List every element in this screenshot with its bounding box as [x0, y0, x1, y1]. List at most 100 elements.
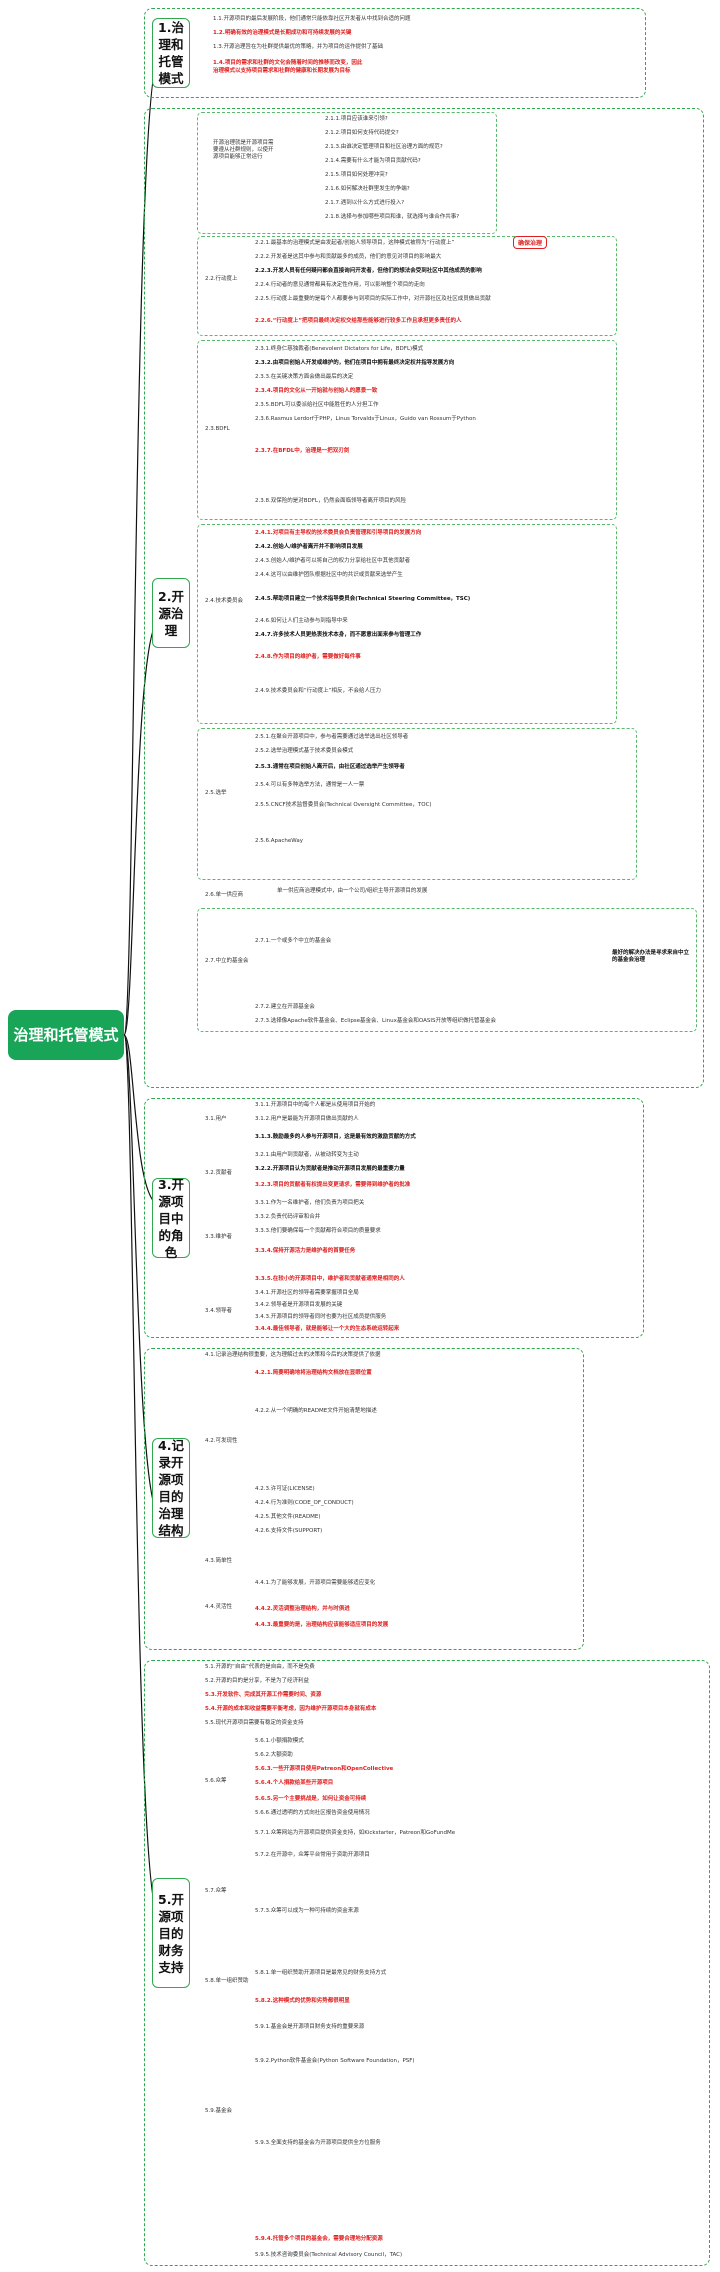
s25-item: 2.5.3.通常在项目创始人离开后，由社区通过选举产生领导者 [255, 764, 405, 770]
s27-item: 2.7.3.选择像Apache软件基金会、Eclipse基金会、Linux基金会… [255, 1018, 496, 1024]
root-node[interactable]: 治理和托管模式 [8, 1010, 124, 1060]
role-item: 3.1.1.开源项目中的每个人都是从使用项目开始的 [255, 1102, 376, 1108]
q-item: 2.1.7.遇到以什么方式进行投入? [325, 200, 405, 206]
s24-item: 2.4.1.对项目有主导权的技术委员会负责管理和引导项目的发展方向 [255, 530, 422, 536]
s27-item: 2.7.1.一个或多个中立的基金会 [255, 938, 332, 944]
sec1-line: 1.1.开源项目的最后发展阶段，他们通常只能依靠社区开发者从中找到合适的问题 [213, 16, 411, 22]
q-item: 2.1.6.如何解决社群里发生的争端? [325, 186, 410, 192]
sec5-intro: 5.5.现代开源项目需要有稳定的资金支持 [205, 1720, 304, 1726]
s23-item: 2.3.4.项目的文化从一开始就与创始人的愿景一致 [255, 388, 378, 394]
group-2-7 [197, 908, 697, 1032]
role-item: 3.3.4.保持开源活力是维护者的首要任务 [255, 1248, 356, 1254]
s23-item: 2.3.7.在BFDL中，治理是一把双刃剑 [255, 448, 350, 454]
g-item: 4.2.4.行为准则(CODE_OF_CONDUCT) [255, 1500, 354, 1506]
g-item: 4.4.2.灵活调整治理结构，并与时俱进 [255, 1606, 350, 1612]
g-item: 5.7.3.众筹可以成为一种可持续的资金来源 [255, 1908, 359, 1914]
section-2-title[interactable]: 2.开源治理 [152, 578, 190, 648]
section-1-title[interactable]: 1.治理和托管模式 [152, 18, 190, 88]
role-label: 3.1.用户 [205, 1116, 227, 1122]
sec5-intro: 5.3.开发软件、完成其开源工作需要时间、资源 [205, 1692, 322, 1698]
g-item: 5.9.3.全面支持的基金会为开源项目提供全方位服务 [255, 2140, 381, 2146]
g-label: 5.7.众筹 [205, 1888, 227, 1894]
sec-label: 2.2.行动度上 [205, 276, 238, 282]
section-4-frame [144, 1348, 584, 1650]
s23-item: 2.3.5.BDFL可以委派给社区中能胜任的人分担工作 [255, 402, 379, 408]
sec1-line: 1.4.项目的需求和社群的文化会随着时间的推移而改变，因此 [213, 60, 363, 66]
s23-item: 2.3.2.由项目创始人开发或维护的，他们在项目中拥有最终决定权并指导发展方向 [255, 360, 455, 366]
s24-item: 2.4.7.许多技术人员更热衷技术本身，而不愿意出面来参与管理工作 [255, 632, 422, 638]
sec-label: 2.5.选举 [205, 790, 227, 796]
sec2-intro: 开源治理就是开源项目需要遵从社群规则，以使开源项目能够正常运行 [213, 140, 274, 160]
s25-item: 2.5.6.ApacheWay [255, 838, 303, 844]
s22-item: 2.2.3.开发人员有任何疑问都会直接询问开发者，但他们的想法会受到社区中其他成… [255, 268, 482, 274]
s22-item: 2.2.2.开发者是这其中参与和贡献最多的成员，他们的意见对项目的影响最大 [255, 254, 442, 260]
s22-item: 2.2.1.最基本的治理模式是由发起者/创始人领导项目，这种模式被称为“行动度上… [255, 240, 455, 246]
sec1-line: 1.2.明确有效的治理模式是长期成功和可持续发展的关键 [213, 30, 352, 36]
s26-item: 单一供应商治理模式中，由一个公司/组织主导开源项目的发展 [277, 888, 428, 894]
sec5-intro: 5.1.开源的“自由”代表的是自由，而不是免费 [205, 1664, 315, 1670]
g-item: 5.6.2.大额资助 [255, 1752, 293, 1758]
group-2-4 [197, 524, 617, 724]
role-item: 3.3.5.在较小的开源项目中，维护者和贡献者通常是相同的人 [255, 1276, 405, 1282]
g-label: 5.8.单一组织赞助 [205, 1978, 249, 1984]
g-item: 4.2.3.许可证(LICENSE) [255, 1486, 315, 1492]
g-item: 4.4.1.为了能够发展，开源项目需要能够适应变化 [255, 1580, 376, 1586]
role-item: 3.3.3.他们要确保每一个贡献都符合项目的质量要求 [255, 1228, 381, 1234]
s24-item: 2.4.3.创始人/维护者可以将自己的权力分享给社区中其他贡献者 [255, 558, 411, 564]
s27-item: 2.7.2.建立在开源基金会 [255, 1004, 315, 1010]
g-item: 5.6.3.一些开源项目使用Patreon和OpenCollective [255, 1766, 394, 1772]
s22-item: 2.2.5.行动度上最重要的是每个人都要参与到项目的实际工作中，对开源社区及社区… [255, 296, 491, 302]
section-3-frame [144, 1098, 644, 1338]
tag-badge: 确保治理 [513, 236, 548, 249]
role-item: 3.3.1.作为一名维护者，他们负责为项目把关 [255, 1200, 365, 1206]
s23-item: 2.3.3.在关键决策方面会做出最后的决定 [255, 374, 354, 380]
q-item: 2.1.4.需要有什么才能为项目贡献代码? [325, 158, 421, 164]
role-item: 3.4.2.领导者是开源项目发展的关键 [255, 1302, 343, 1308]
g-item: 5.8.1.单一组织赞助开源项目是最常见的财务支持方式 [255, 1970, 387, 1976]
role-label: 3.2.贡献者 [205, 1170, 232, 1176]
g-label: 4.2.可发现性 [205, 1438, 238, 1444]
group-2-3 [197, 340, 617, 520]
section-1-frame [144, 8, 646, 98]
sec5-intro: 5.2.开源的目的是分享，不是为了经济利益 [205, 1678, 309, 1684]
root-label: 治理和托管模式 [13, 1026, 119, 1044]
s24-item: 2.4.8.作为项目的维护者，需要做好每件事 [255, 654, 361, 660]
role-item: 3.3.2.负责代码评审和合并 [255, 1214, 321, 1220]
g-item: 5.8.2.这种模式的优势和劣势都很明显 [255, 1998, 350, 2004]
sec-label: 2.6.单一供应商 [205, 892, 243, 898]
group-2-2 [197, 236, 617, 336]
g-item: 5.9.1.基金会是开源项目财务支持的重要来源 [255, 2024, 365, 2030]
q-item: 2.1.1.项目应该谁来引领? [325, 116, 388, 122]
g-item: 5.9.5.技术咨询委员会(Technical Advisory Council… [255, 2252, 403, 2258]
s22-item: 2.2.4.行动者的意见通常都具有决定性作用，可以影响整个项目的走向 [255, 282, 425, 288]
s24-item: 2.4.5.帮助项目建立一个技术指导委员会(Technical Steering… [255, 596, 471, 602]
s25-item: 2.5.4.可以有多种选举方法，通常是一人一票 [255, 782, 365, 788]
s23-item: 2.3.8.双保险的是对BDFL，仍然会面临领导者离开项目的风险 [255, 498, 406, 504]
s27-note: 最好的解决办法是寻求来自中立的基金会治理 [612, 950, 690, 963]
q-item: 2.1.5.项目如何处理冲突? [325, 172, 388, 178]
g-item: 5.9.2.Python软件基金会(Python Software Founda… [255, 2058, 415, 2064]
sec4-intro: 4.1.记录治理结构很重要，这为理解过去的决策和今后的决策提供了依据 [205, 1352, 381, 1358]
s24-item: 2.4.9.技术委员会和“行动度上”相反，不会给人压力 [255, 688, 381, 694]
sec-label: 2.7.中立的基金会 [205, 958, 249, 964]
g-item: 4.2.6.支持文件(SUPPORT) [255, 1528, 323, 1534]
role-label: 3.3.维护者 [205, 1234, 232, 1240]
g-item: 5.9.4.托管多个项目的基金会，需要合理地分配资源 [255, 2236, 383, 2242]
section-3-title[interactable]: 3.开源项目中的角色 [152, 1177, 190, 1260]
s23-item: 2.3.6.Rasmus Lerdorf于PHP，Linus Torvalds于… [255, 416, 476, 422]
section-4-title[interactable]: 4.记录开源项目的治理结构 [152, 1438, 190, 1538]
group-2-1 [197, 112, 497, 234]
g-item: 5.6.1.小额捐款模式 [255, 1738, 304, 1744]
role-item: 3.2.1.由用户到贡献者，从被动转变为主动 [255, 1152, 359, 1158]
section-5-frame [144, 1660, 710, 2266]
s25-item: 2.5.2.选举治理模式基于技术委员会模式 [255, 748, 354, 754]
role-item: 3.4.3.开源项目的领导者同时也要为社区成员提供服务 [255, 1314, 387, 1320]
sec-label: 2.4.技术委员会 [205, 598, 243, 604]
g-item: 5.7.2.在开源中，众筹平台常用于资助开源项目 [255, 1852, 370, 1858]
g-item: 5.6.4.个人捐款给某些开源项目 [255, 1780, 334, 1786]
g-label: 4.3.简单性 [205, 1558, 232, 1564]
sec-label: 2.3.BDFL [205, 426, 230, 432]
s25-item: 2.5.1.在聚合开源项目中，参与者需要通过选举选出社区领导者 [255, 734, 409, 740]
section-5-title[interactable]: 5.开源项目的财务支持 [152, 1878, 190, 1988]
role-label: 3.4.领导者 [205, 1308, 232, 1314]
